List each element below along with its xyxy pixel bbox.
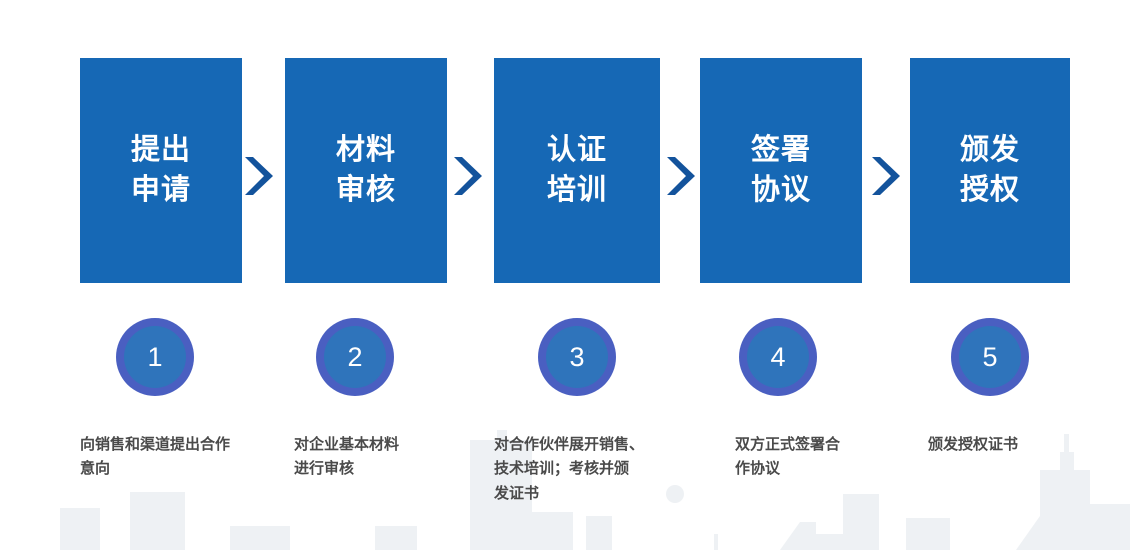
step-circle-5[interactable]: 5: [951, 318, 1029, 396]
step-box-5[interactable]: 颁发 授权: [910, 58, 1070, 283]
chevron-right-icon: [872, 157, 900, 195]
step-circle-inner-4: 4: [747, 326, 809, 388]
step-circle-inner-2: 2: [324, 326, 386, 388]
step-box-label-4: 签署 协议: [750, 134, 811, 206]
step-caption-4: 双方正式签署合 作协议: [735, 436, 841, 478]
step-box-label-3: 认证 培训: [546, 134, 607, 206]
step-number-3: 3: [569, 341, 585, 372]
step-circle-3[interactable]: 3: [538, 318, 616, 396]
step-box-3[interactable]: 认证 培训: [494, 58, 660, 283]
step-caption-1: 向销售和渠道提出合作 意向: [80, 436, 231, 478]
step-circle-4[interactable]: 4: [739, 318, 817, 396]
step-caption-2: 对企业基本材料 进行审核: [294, 436, 400, 478]
step-box-4[interactable]: 签署 协议: [700, 58, 862, 283]
step-box-label-5: 颁发 授权: [959, 134, 1020, 206]
step-number-5: 5: [982, 341, 998, 372]
step-caption-3: 对合作伙伴展开销售、 技术培训；考核并颁 发证书: [494, 436, 645, 502]
step-circle-inner-1: 1: [124, 326, 186, 388]
step-box-1[interactable]: 提出 申请: [80, 58, 242, 283]
step-number-2: 2: [347, 341, 363, 372]
step-number-4: 4: [770, 341, 786, 372]
step-box-label-2: 材料 审核: [335, 134, 396, 206]
chevron-right-icon: [245, 157, 273, 195]
step-box-2[interactable]: 材料 审核: [285, 58, 447, 283]
step-circle-1[interactable]: 1: [116, 318, 194, 396]
step-circle-inner-3: 3: [546, 326, 608, 388]
chevron-right-icon: [454, 157, 482, 195]
step-box-label-1: 提出 申请: [130, 134, 191, 206]
step-circle-inner-5: 5: [959, 326, 1021, 388]
chevron-right-icon: [667, 157, 695, 195]
step-circle-2[interactable]: 2: [316, 318, 394, 396]
step-number-1: 1: [147, 341, 163, 372]
step-caption-5: 颁发授权证书: [928, 436, 1019, 453]
